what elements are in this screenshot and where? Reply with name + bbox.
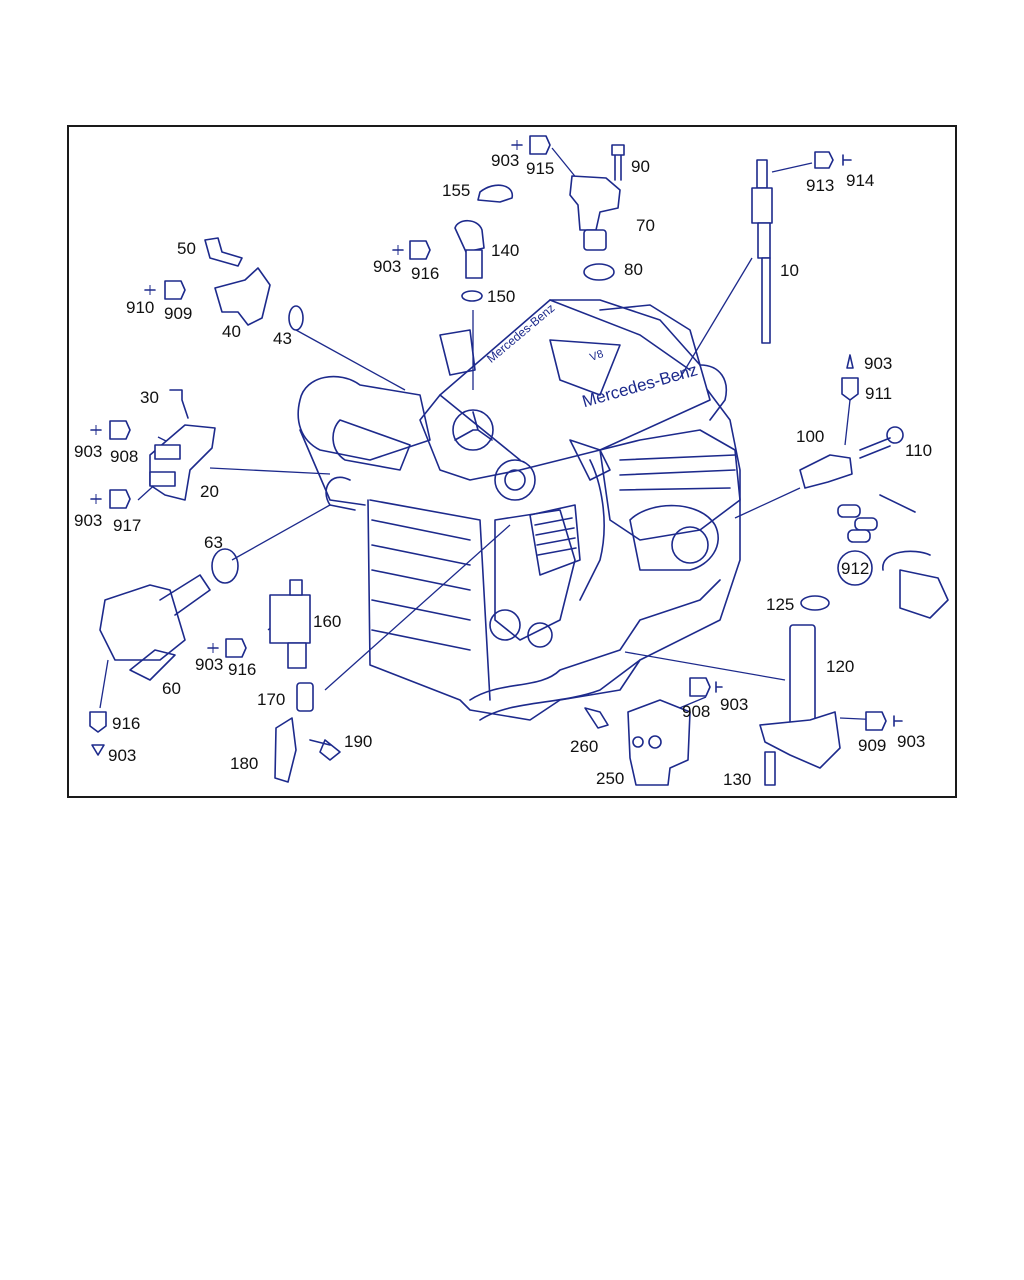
connector-label-912[interactable]: 912 (841, 559, 870, 578)
glow-plug-icon (751, 159, 773, 344)
connector-label-916[interactable]: 916 (411, 264, 440, 283)
part-label-155[interactable]: 155 (442, 181, 471, 200)
connector-label-909[interactable]: 909 (164, 304, 193, 323)
connector-label-903[interactable]: 903 (864, 354, 893, 373)
part-label-150[interactable]: 150 (487, 287, 516, 306)
part-label-50[interactable]: 50 (177, 239, 196, 258)
connector-label-913[interactable]: 913 (806, 176, 835, 195)
part-label-80[interactable]: 80 (624, 260, 643, 279)
switch-valve-icon (269, 579, 341, 783)
map-sensor-icon (584, 699, 691, 786)
bracket-icon (149, 389, 216, 501)
connector-label-903[interactable]: 903 (74, 511, 103, 530)
part-label-125[interactable]: 125 (766, 595, 795, 614)
connector-label-910[interactable]: 910 (126, 298, 155, 317)
part-label-160[interactable]: 160 (313, 612, 342, 631)
oil-level-sensor-icon (759, 595, 841, 786)
connector-label-903[interactable]: 903 (491, 151, 520, 170)
part-label-10[interactable]: 10 (780, 261, 799, 280)
part-label-30[interactable]: 30 (140, 388, 159, 407)
connector-label-903[interactable]: 903 (373, 257, 402, 276)
part-label-110[interactable]: 110 (905, 441, 933, 460)
sensor-plug-icon (99, 548, 239, 681)
part-label-180[interactable]: 180 (230, 754, 259, 773)
part-label-60[interactable]: 60 (162, 679, 181, 698)
connector-label-903[interactable]: 903 (720, 695, 749, 714)
engine-drawing (297, 299, 741, 721)
connector-label-908[interactable]: 908 (682, 702, 711, 721)
connector-label-903[interactable]: 903 (74, 442, 103, 461)
part-label-63[interactable]: 63 (204, 533, 223, 552)
connector-label-915[interactable]: 915 (526, 159, 555, 178)
connector-label-903[interactable]: 903 (897, 732, 926, 751)
connector-label-917[interactable]: 917 (113, 516, 142, 535)
part-label-130[interactable]: 130 (723, 770, 752, 789)
speed-sensor-icon (799, 426, 904, 489)
connector-label-908[interactable]: 908 (110, 447, 139, 466)
part-label-70[interactable]: 70 (636, 216, 655, 235)
part-label-43[interactable]: 43 (273, 329, 292, 348)
part-label-20[interactable]: 20 (200, 482, 219, 501)
part-label-250[interactable]: 250 (596, 769, 625, 788)
connector-label-909[interactable]: 909 (858, 736, 887, 755)
connector-label-916[interactable]: 916 (112, 714, 141, 733)
connector-label-914[interactable]: 914 (846, 171, 875, 190)
connector-symbols (89, 135, 903, 756)
pressure-sensor-icon (204, 237, 304, 331)
connector-label-911[interactable]: 911 (865, 384, 893, 403)
part-label-40[interactable]: 40 (222, 322, 241, 341)
connector-label-916[interactable]: 916 (228, 660, 257, 679)
connector-label-903[interactable]: 903 (108, 746, 137, 765)
part-label-100[interactable]: 100 (796, 427, 825, 446)
camshaft-sensor-icon (569, 144, 625, 281)
part-label-170[interactable]: 170 (257, 690, 286, 709)
part-label-120[interactable]: 120 (826, 657, 855, 676)
part-label-260[interactable]: 260 (570, 737, 599, 756)
part-label-90[interactable]: 90 (631, 157, 650, 176)
temperature-sensor-icon (454, 184, 513, 302)
part-label-190[interactable]: 190 (344, 732, 373, 751)
connector-kit-icon (837, 494, 949, 619)
connector-label-903[interactable]: 903 (195, 655, 224, 674)
part-label-140[interactable]: 140 (491, 241, 520, 260)
